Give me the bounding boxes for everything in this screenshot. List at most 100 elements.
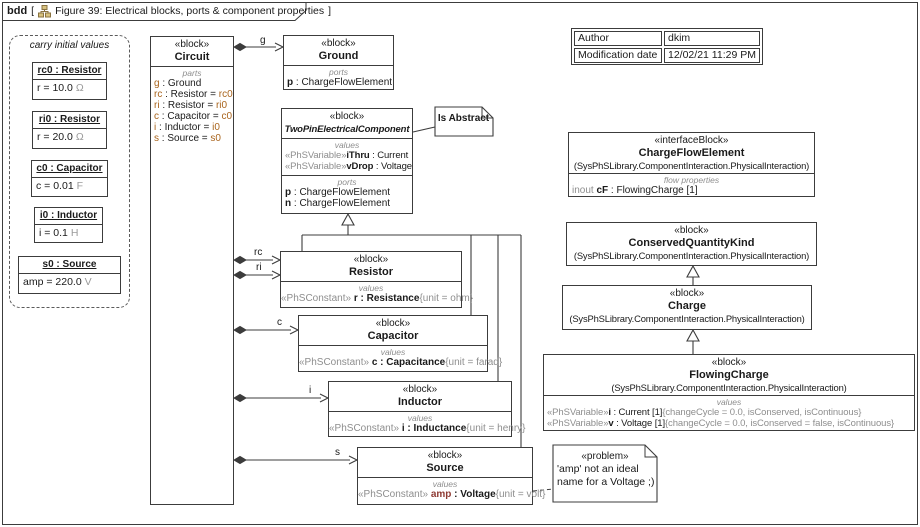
- instance-name: ri0 : Resistor: [33, 112, 106, 129]
- block-qualifier: (SysPhSLibrary.ComponentInteraction.Phys…: [611, 382, 847, 393]
- block-name: Inductor: [398, 396, 442, 408]
- compartment-label: values: [407, 413, 433, 423]
- stereotype: «block»: [329, 111, 365, 122]
- instance-name: rc0 : Resistor: [33, 63, 106, 80]
- block-name: Charge: [668, 300, 706, 312]
- block-two-pin-electrical-component: «block» TwoPinElectricalComponent values…: [281, 108, 413, 214]
- instance-name: s0 : Source: [19, 257, 120, 274]
- port-p: p : ChargeFlowElement: [285, 187, 391, 198]
- association-g: [233, 42, 285, 52]
- slot-unit: V: [84, 276, 92, 288]
- diagram-title: Figure 39: Electrical blocks, ports & co…: [55, 5, 325, 17]
- stereotype: «block»: [427, 450, 463, 461]
- block-name: Source: [426, 462, 464, 474]
- stereotype: «interfaceBlock»: [654, 135, 729, 146]
- slot-unit: F: [76, 180, 83, 192]
- note-stereotype: «problem»: [581, 451, 629, 462]
- note-title: carry initial values: [29, 40, 110, 51]
- instance-s0: s0 : Source amp = 220.0 V: [18, 256, 121, 294]
- stereotype: «block»: [674, 225, 709, 236]
- value-c: «PhSConstant» c : Capacitance{unit = far…: [299, 357, 503, 368]
- value-amp: «PhSConstant» amp : Voltage{unit = volt}: [358, 489, 546, 500]
- edge-label-g: g: [260, 35, 266, 46]
- compartment-label: values: [380, 347, 406, 357]
- diagram-icon: [38, 4, 52, 17]
- part-i: i : Inductor = i0: [154, 122, 220, 133]
- generalization-charge: [686, 264, 700, 285]
- block-name: ChargeFlowElement: [638, 147, 745, 159]
- block-source: «block» Source values «PhSConstant» amp …: [357, 447, 546, 505]
- meta-value-modified: 12/02/21 11:29 PM: [664, 48, 760, 63]
- slot-unit: Ω: [75, 82, 84, 94]
- block-ground: «block» Ground ports p : ChargeFlowEleme…: [283, 35, 394, 90]
- stereotype: «block»: [402, 384, 438, 395]
- slot-unit: H: [70, 227, 79, 239]
- block-name: TwoPinElectricalComponent: [284, 124, 410, 135]
- compartment-label: parts: [182, 68, 202, 78]
- edge-label-c: c: [277, 317, 282, 328]
- block-charge: «block» Charge (SysPhSLibrary.ComponentI…: [562, 285, 812, 330]
- block-conserved-quantity-kind: «block» ConservedQuantityKind (SysPhSLib…: [566, 222, 817, 266]
- value-i: «PhSVariable»i : Current [1]{changeCycle…: [547, 407, 862, 418]
- flow-property-cf: inout cF : FlowingCharge [1]: [572, 185, 698, 196]
- block-qualifier: (SysPhSLibrary.ComponentInteraction.Phys…: [573, 160, 810, 171]
- instance-c0: c0 : Capacitor c = 0.01 F: [31, 160, 108, 197]
- value-vdrop: «PhSVariable»vDrop : Voltage: [285, 161, 412, 172]
- block-capacitor: «block» Capacitor values «PhSConstant» c…: [298, 315, 503, 372]
- anchor-is-abstract: [412, 126, 436, 133]
- compartment-label: values: [716, 397, 742, 407]
- block-qualifier: (SysPhSLibrary.ComponentInteraction.Phys…: [569, 313, 805, 324]
- value-r: «PhSConstant» r : Resistance{unit = ohm}: [281, 293, 474, 304]
- block-circuit: «block» Circuit parts g : Ground rc : Re…: [150, 36, 234, 505]
- instance-name: i0 : Inductor: [35, 208, 102, 225]
- instance-rc0: rc0 : Resistor r = 10.0 Ω: [32, 62, 107, 100]
- part-ri: ri : Resistor = ri0: [154, 100, 228, 111]
- block-flowing-charge: «block» FlowingCharge (SysPhSLibrary.Com…: [543, 354, 915, 431]
- edge-label-ri: ri: [256, 262, 262, 273]
- instance-name: c0 : Capacitor: [32, 161, 107, 178]
- value-i: «PhSConstant» i : Inductance{unit = henr…: [329, 423, 526, 434]
- port-n: n : ChargeFlowElement: [285, 198, 391, 209]
- note-line-2: name for a Voltage ;): [557, 476, 655, 488]
- slot-value: i = 0.1: [39, 227, 71, 239]
- slot-value: r = 10.0: [37, 82, 76, 94]
- compartment-label: values: [334, 140, 360, 150]
- stereotype: «block»: [321, 38, 356, 49]
- compartment-label: ports: [329, 67, 348, 77]
- instance-ri0: ri0 : Resistor r = 20.0 Ω: [32, 111, 107, 149]
- slot-value: amp = 220.0: [23, 276, 85, 288]
- block-charge-flow-element: «interfaceBlock» ChargeFlowElement (SysP…: [568, 132, 815, 197]
- value-v: «PhSVariable»v : Voltage [1]{changeCycle…: [547, 418, 895, 429]
- compartment-label: ports: [337, 177, 357, 187]
- value-ithru: «PhSVariable»iThru : Current: [285, 150, 409, 161]
- meta-key-author: Author: [574, 31, 662, 46]
- block-inductor: «block» Inductor values «PhSConstant» i …: [328, 381, 526, 437]
- diagram-kind: bdd: [7, 5, 28, 17]
- slot-value: c = 0.01: [36, 180, 77, 192]
- slot-unit: Ω: [75, 131, 84, 143]
- edge-label-s: s: [335, 447, 340, 458]
- edge-label-i: i: [309, 385, 312, 396]
- block-name: Capacitor: [367, 330, 419, 342]
- bracket-right: ]: [328, 5, 332, 17]
- part-g: g : Ground: [154, 78, 202, 89]
- compartment-label: values: [432, 479, 458, 489]
- block-name: Circuit: [174, 51, 210, 63]
- meta-table: Author dkim Modification date 12/02/21 1…: [571, 28, 763, 65]
- stereotype: «block»: [711, 357, 747, 368]
- compartment-label: flow properties: [663, 175, 720, 185]
- compartment-label: values: [358, 283, 384, 293]
- part-c: c : Capacitor = c0: [154, 111, 233, 122]
- stereotype: «block»: [353, 254, 389, 265]
- note-text: Is Abstract: [437, 113, 490, 124]
- part-rc: rc : Resistor = rc0: [154, 89, 233, 100]
- block-name: Resistor: [348, 266, 394, 278]
- part-s: s : Source = s0: [154, 133, 221, 144]
- bracket-left: [: [31, 5, 35, 17]
- note-is-abstract: Is Abstract: [435, 113, 492, 124]
- block-name: ConservedQuantityKind: [628, 237, 755, 249]
- association-i: [233, 393, 330, 403]
- meta-key-modified: Modification date: [574, 48, 662, 63]
- instance-i0: i0 : Inductor i = 0.1 H: [34, 207, 103, 243]
